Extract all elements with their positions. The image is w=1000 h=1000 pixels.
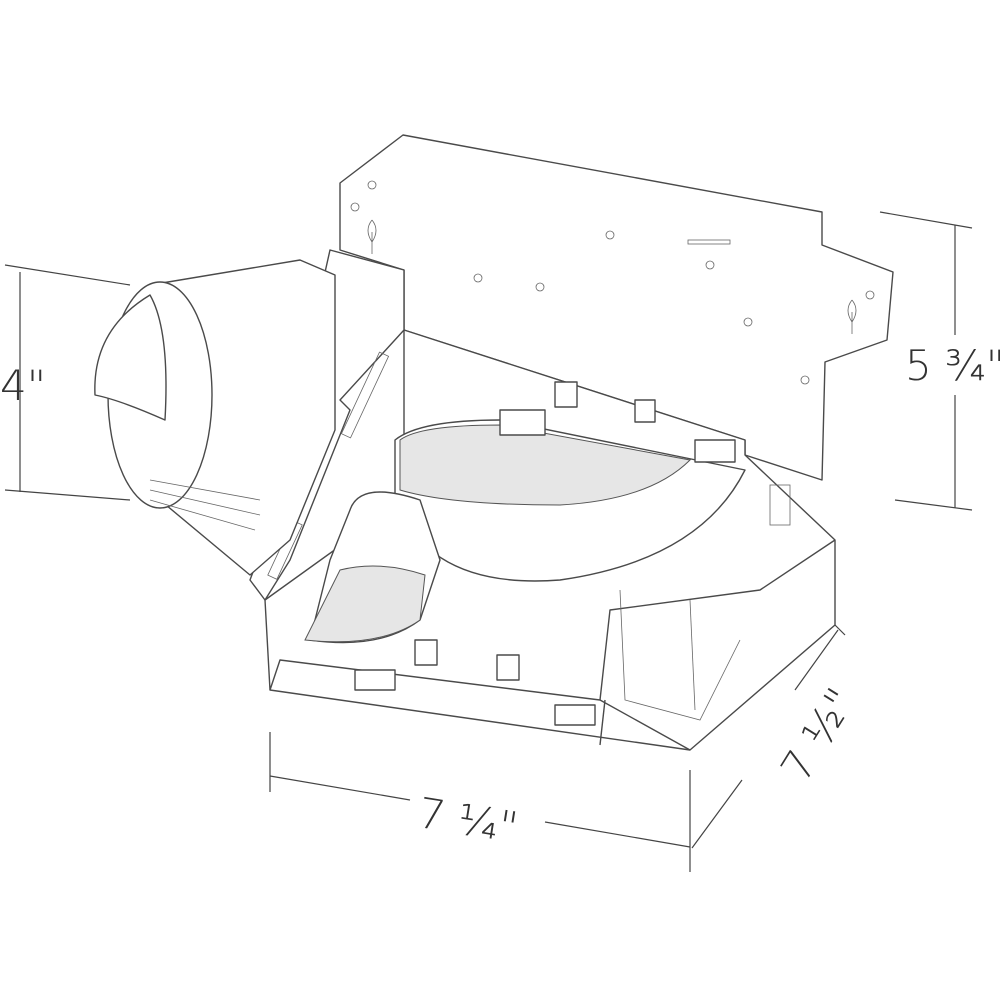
dimension-width: 7 ¼" bbox=[269, 732, 691, 872]
duct-collar bbox=[94, 259, 336, 576]
light-lens bbox=[304, 491, 441, 644]
width-label: 7 ¼" bbox=[415, 788, 522, 852]
height-label: 5 ¾" bbox=[905, 341, 1000, 390]
depth-label: 7 ½" bbox=[771, 679, 866, 790]
dimension-duct-diameter: 4" bbox=[0, 264, 131, 501]
blower-wheel bbox=[394, 419, 746, 582]
dimension-height: 5 ¾" bbox=[879, 211, 1000, 511]
duct-diameter-label: 4" bbox=[0, 361, 46, 410]
mounting-tabs bbox=[354, 381, 736, 726]
